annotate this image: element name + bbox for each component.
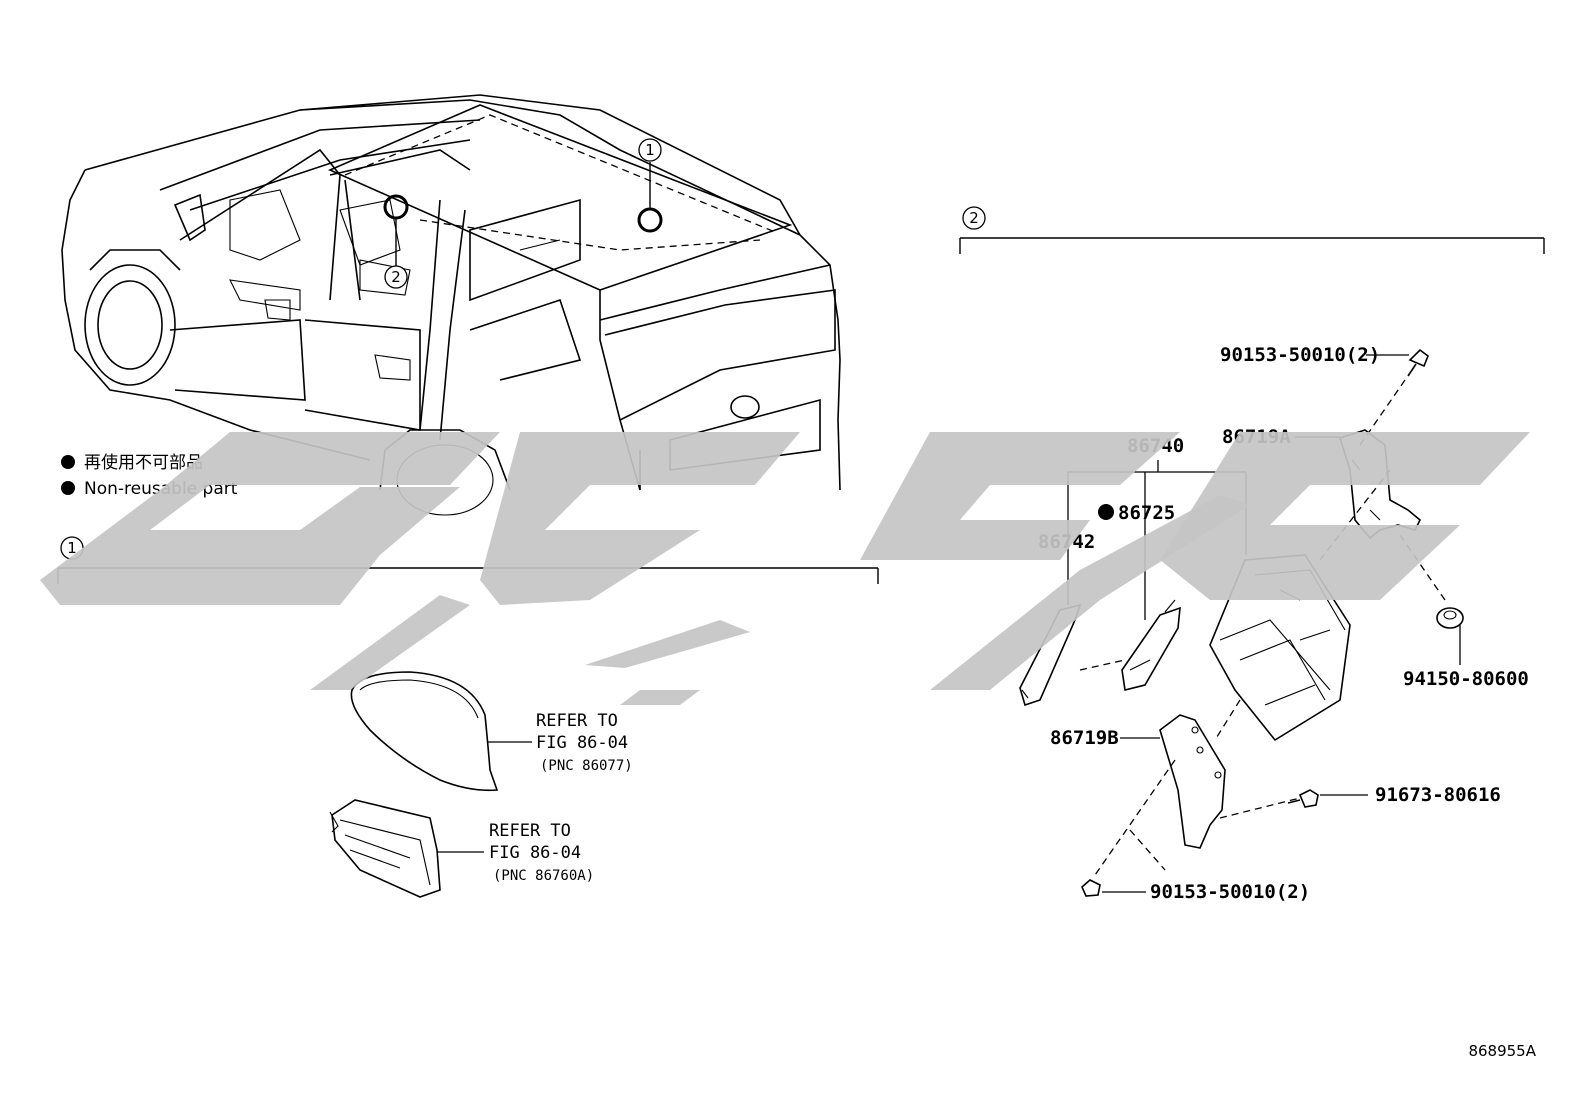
screw-top: [1407, 348, 1429, 377]
antenna-base: [329, 799, 441, 898]
ref2-line1: REFER TO: [489, 821, 571, 841]
ref2-line3: (PNC 86760A): [493, 868, 594, 884]
bullet-icon: [61, 481, 75, 495]
ref1-line1: REFER TO: [536, 711, 618, 731]
bracket-86719B: [1159, 714, 1226, 849]
figure-id: 868955A: [1468, 1042, 1536, 1060]
watermark-logo: [40, 432, 1530, 705]
section-1-number: 1: [67, 539, 77, 557]
ref1-line3: (PNC 86077): [540, 758, 633, 774]
ref1-line2: FIG 86-04: [536, 733, 628, 753]
nut-94150: [1436, 607, 1464, 629]
callout-1-number: 1: [645, 141, 655, 159]
section-1: 1 REFER TO FIG 86-04 (PNC 86077) REFER T…: [57, 536, 879, 898]
part-86725-module: [1121, 599, 1181, 691]
bolt-91673: [1287, 789, 1319, 808]
label-94150: 94150-80600: [1403, 668, 1529, 690]
legend-ja: 再使用不可部品: [84, 452, 203, 473]
bullet-icon: [61, 455, 75, 469]
label-90153-top: 90153-50010(2): [1220, 344, 1380, 366]
label-86719B: 86719B: [1050, 727, 1119, 749]
callout-1-roof: 1: [637, 138, 663, 233]
ref2-line2: FIG 86-04: [489, 843, 581, 863]
callout-2-number: 2: [391, 268, 401, 286]
label-86725: 86725: [1118, 502, 1175, 524]
non-reusable-icon: [1098, 504, 1114, 520]
label-91673: 91673-80616: [1375, 784, 1501, 806]
antenna-cover: [350, 671, 499, 792]
label-90153-bottom: 90153-50010(2): [1150, 881, 1310, 903]
screw-bottom: [1081, 879, 1101, 897]
section-2-number: 2: [969, 209, 979, 227]
callout-2-cabin: 2: [383, 194, 409, 289]
